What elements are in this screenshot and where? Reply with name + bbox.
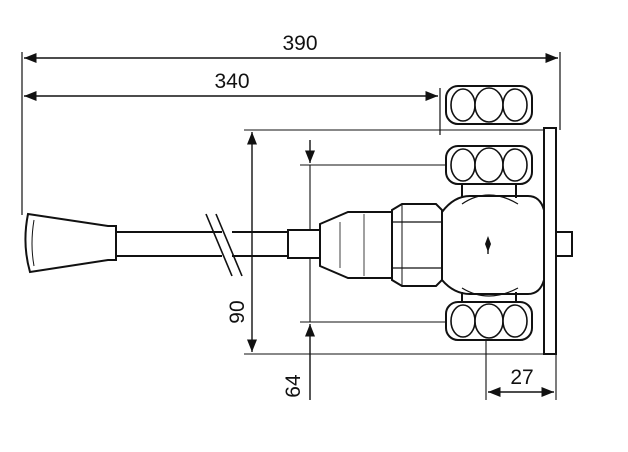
valve-body xyxy=(441,195,545,295)
union-nut-top-lobe-2 xyxy=(474,87,504,123)
dimension-label-90: 90 xyxy=(226,300,249,323)
dimension-label-340: 340 xyxy=(214,70,249,93)
union-nut-bottom xyxy=(445,301,533,341)
union-nut-top xyxy=(445,85,533,125)
break-line-1 xyxy=(205,213,233,277)
hex-nut xyxy=(391,203,443,287)
union-nut-bottom-lobe-2 xyxy=(474,303,504,339)
union-nut-middle-lobe-3 xyxy=(502,148,528,182)
union-nut-middle-lobe-2 xyxy=(474,147,504,183)
union-nut-bottom-lobe-3 xyxy=(502,304,528,338)
body-contour-bottom xyxy=(461,287,519,297)
lever-grip-shading xyxy=(31,219,35,267)
break-line-2 xyxy=(215,213,243,277)
dimension-340: 340 xyxy=(24,70,441,135)
body-contour-top xyxy=(461,194,519,205)
mounting-flange xyxy=(543,127,557,355)
dimension-label-390: 390 xyxy=(282,32,317,55)
valve-assembly xyxy=(319,127,573,355)
flange-stub xyxy=(555,231,573,257)
dimension-label-64: 64 xyxy=(282,374,305,398)
union-nut-middle xyxy=(445,145,533,185)
union-nut-bottom-lobe-1 xyxy=(450,304,476,338)
lever-grip xyxy=(24,212,117,274)
union-nut-middle-lobe-1 xyxy=(450,148,476,182)
lever-handle xyxy=(24,212,321,277)
union-nut-top-lobe-3 xyxy=(502,88,528,122)
dimension-390: 390 xyxy=(21,32,561,215)
dimension-label-27: 27 xyxy=(510,366,533,389)
dimension-90: 90 xyxy=(226,129,552,355)
rod-coupling xyxy=(287,229,321,259)
spindle-housing xyxy=(319,211,393,279)
union-nut-top-lobe-1 xyxy=(450,88,476,122)
dimension-27: 27 xyxy=(485,335,557,400)
